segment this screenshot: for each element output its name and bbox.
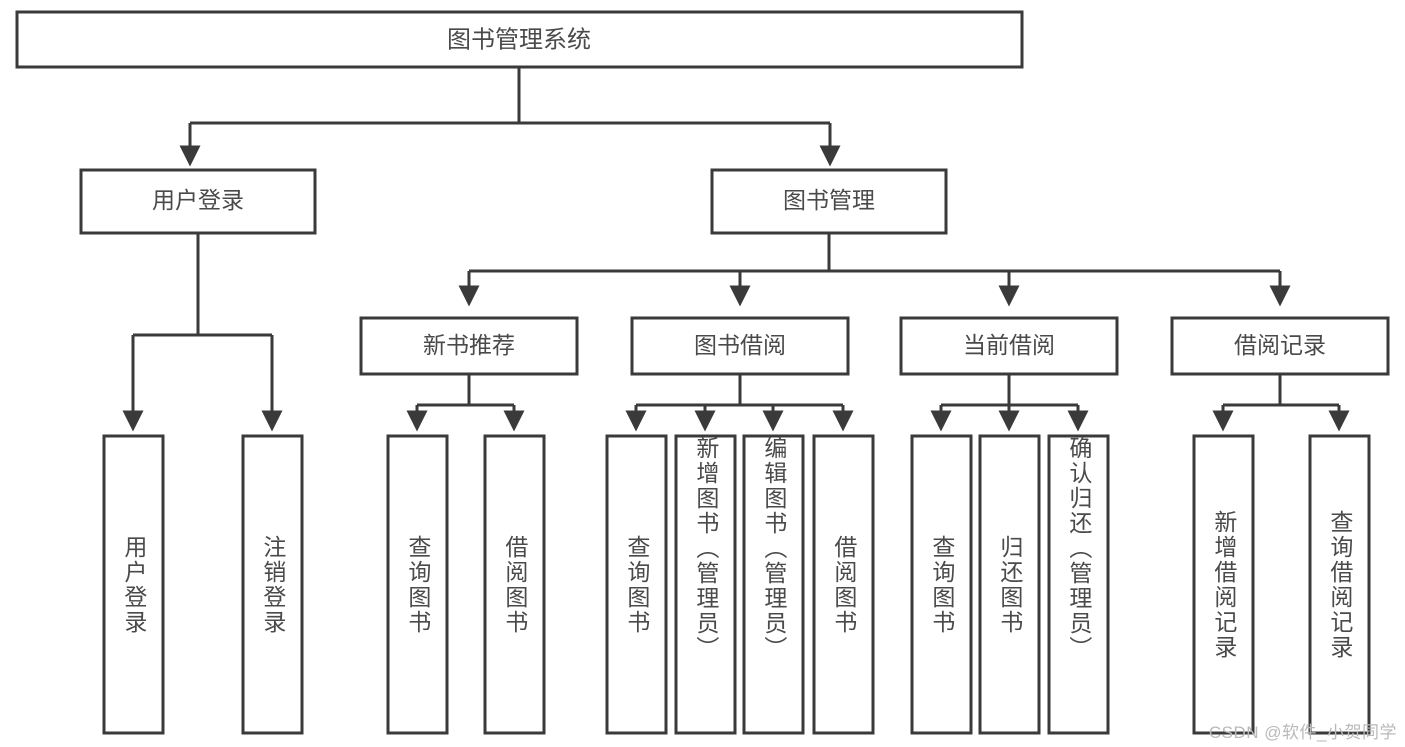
leaf-box-cb-0[interactable]: [910, 434, 973, 735]
leaf-box-cb-1[interactable]: [978, 434, 1041, 735]
node-book-manage[interactable]: 图书管理: [710, 168, 948, 235]
node-borrow-record-box[interactable]: [1170, 316, 1390, 376]
node-new-book-recommend-label: 新书推荐: [423, 332, 515, 358]
watermark-text: CSDN @软件_小贺同学: [1208, 723, 1397, 742]
leaf-box-bb-2[interactable]: [742, 434, 805, 735]
node-book-borrow-label: 图书借阅: [694, 332, 786, 358]
leaf-box-bb-3[interactable]: [812, 434, 875, 735]
node-current-borrow-box[interactable]: [899, 316, 1119, 376]
leaf-box-user-login-0[interactable]: [102, 434, 165, 735]
node-book-borrow-box[interactable]: [630, 316, 850, 376]
node-new-book-recommend[interactable]: 新书推荐: [359, 316, 579, 376]
node-book-borrow[interactable]: 图书借阅: [630, 316, 850, 376]
node-user-login-label: 用户登录: [152, 187, 244, 213]
node-root-box[interactable]: [15, 10, 1024, 69]
connector-current-borrow-to-leaves: [930, 374, 1089, 432]
node-borrow-record[interactable]: 借阅记录: [1170, 316, 1390, 376]
node-root[interactable]: 图书管理系统: [15, 10, 1024, 69]
node-new-book-recommend-box[interactable]: [359, 316, 579, 376]
connector-root-to-level2: [179, 67, 841, 167]
leaf-box-nbr-0[interactable]: [386, 434, 449, 735]
connector-borrow-record-to-leaves: [1212, 374, 1350, 432]
connector-book-manage-to-level3: [458, 233, 1291, 307]
leaf-box-user-login-1[interactable]: [241, 434, 304, 735]
leaf-box-bb-0[interactable]: [605, 434, 668, 735]
node-current-borrow-label: 当前借阅: [963, 332, 1055, 358]
leaf-box-br-0[interactable]: [1192, 434, 1255, 735]
node-book-manage-label: 图书管理: [783, 187, 875, 213]
node-borrow-record-label: 借阅记录: [1234, 332, 1326, 358]
leaf-box-nbr-1[interactable]: [483, 434, 546, 735]
leaf-box-bb-1[interactable]: [674, 434, 737, 735]
connector-user-login-to-leaves: [122, 233, 283, 432]
node-book-manage-box[interactable]: [710, 168, 948, 235]
leaf-box-cb-2[interactable]: [1047, 434, 1110, 735]
connector-book-borrow-to-leaves: [625, 374, 854, 432]
node-current-borrow[interactable]: 当前借阅: [899, 316, 1119, 376]
connector-new-book-recommend-to-leaves: [406, 374, 525, 432]
node-user-login[interactable]: 用户登录: [79, 168, 317, 235]
node-root-label: 图书管理系统: [447, 26, 591, 53]
leaf-box-br-1[interactable]: [1308, 434, 1371, 735]
